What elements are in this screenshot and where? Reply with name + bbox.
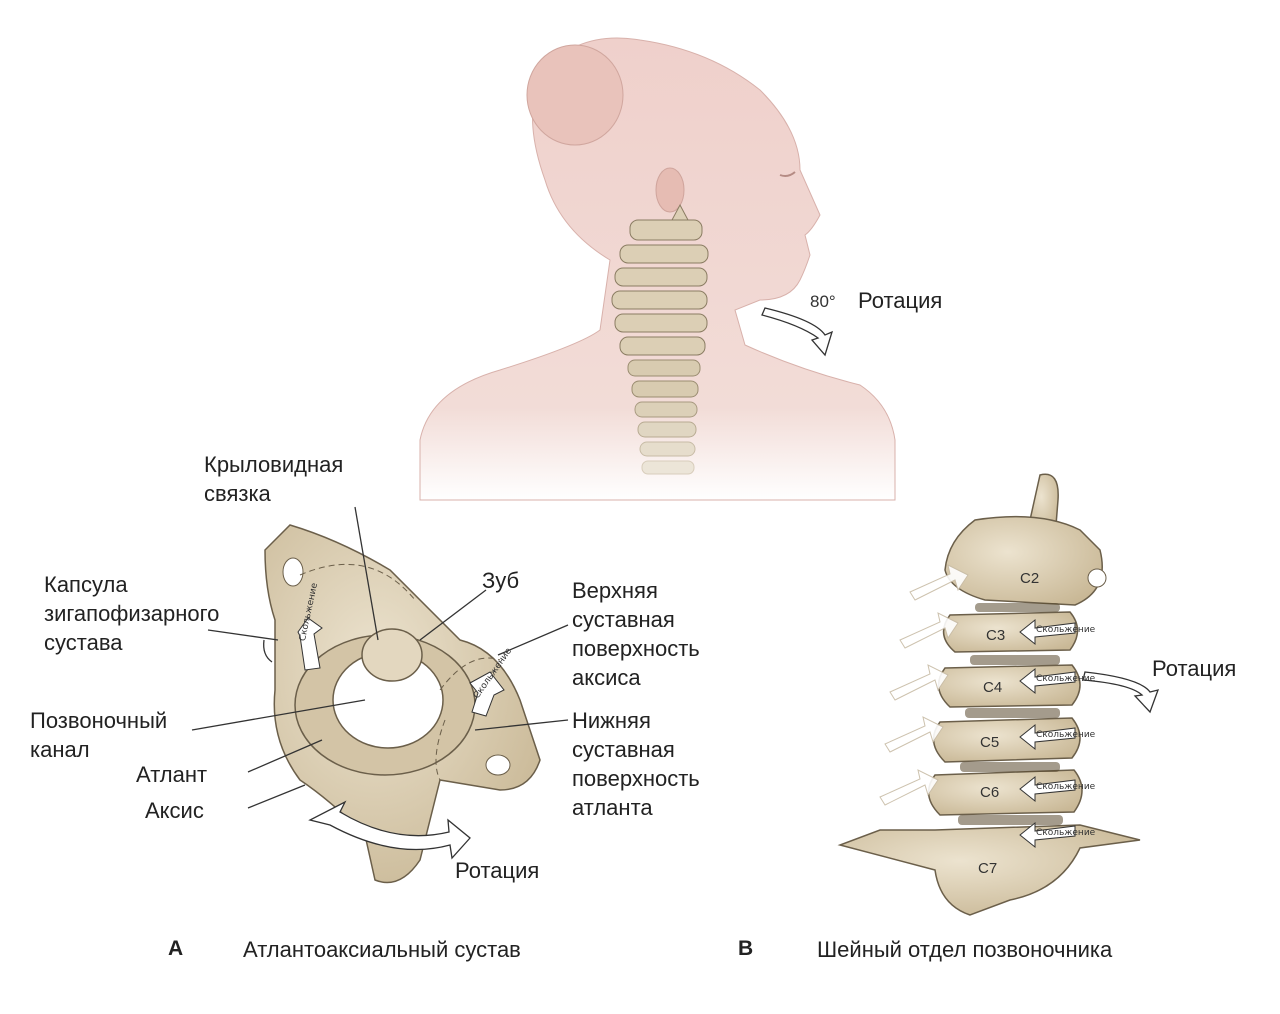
caption-a-letter: A — [168, 937, 183, 961]
rotation-label-top: Ротация — [858, 286, 942, 315]
capsule-label: Капсула зигапофизарного сустава — [44, 570, 259, 657]
slide-label-b5: Скольжение — [1036, 828, 1095, 838]
slide-label-b3: Скольжение — [1036, 730, 1095, 740]
atlas-label: Атлант — [136, 760, 207, 789]
rotation-label-b: Ротация — [1152, 654, 1236, 683]
pterygoid-ligament-label: Крыловидная связка — [204, 450, 374, 508]
slide-label-b2: Скольжение — [1036, 674, 1095, 684]
tooth-label: Зуб — [482, 566, 519, 595]
rotation-label-a: Ротация — [455, 856, 539, 885]
vertebra-c3-label: C3 — [986, 627, 1005, 644]
vertebra-c7-label: C7 — [978, 860, 997, 877]
slide-label-b1: Скольжение — [1036, 625, 1095, 635]
caption-a-text: Атлантоаксиальный сустав — [243, 937, 521, 963]
upper-articular-surface-label: Верхняя суставная поверхность аксиса — [572, 576, 747, 692]
caption-b-letter: B — [738, 937, 753, 961]
vertebra-c4-label: C4 — [983, 679, 1002, 696]
rotation-arrow-top — [762, 308, 832, 355]
vertebra-c6-label: C6 — [980, 784, 999, 801]
caption-b-text: Шейный отдел позвоночника — [817, 937, 1112, 963]
rotation-angle-label: 80° — [810, 292, 836, 312]
vertebra-c2-label: C2 — [1020, 570, 1039, 587]
lower-articular-surface-label: Нижняя суставная поверхность атланта — [572, 706, 747, 822]
vertebra-c5-label: C5 — [980, 734, 999, 751]
slide-label-b4: Скольжение — [1036, 782, 1095, 792]
vertebral-canal-label: Позвоночный канал — [30, 706, 200, 764]
axis-label: Аксис — [145, 796, 204, 825]
